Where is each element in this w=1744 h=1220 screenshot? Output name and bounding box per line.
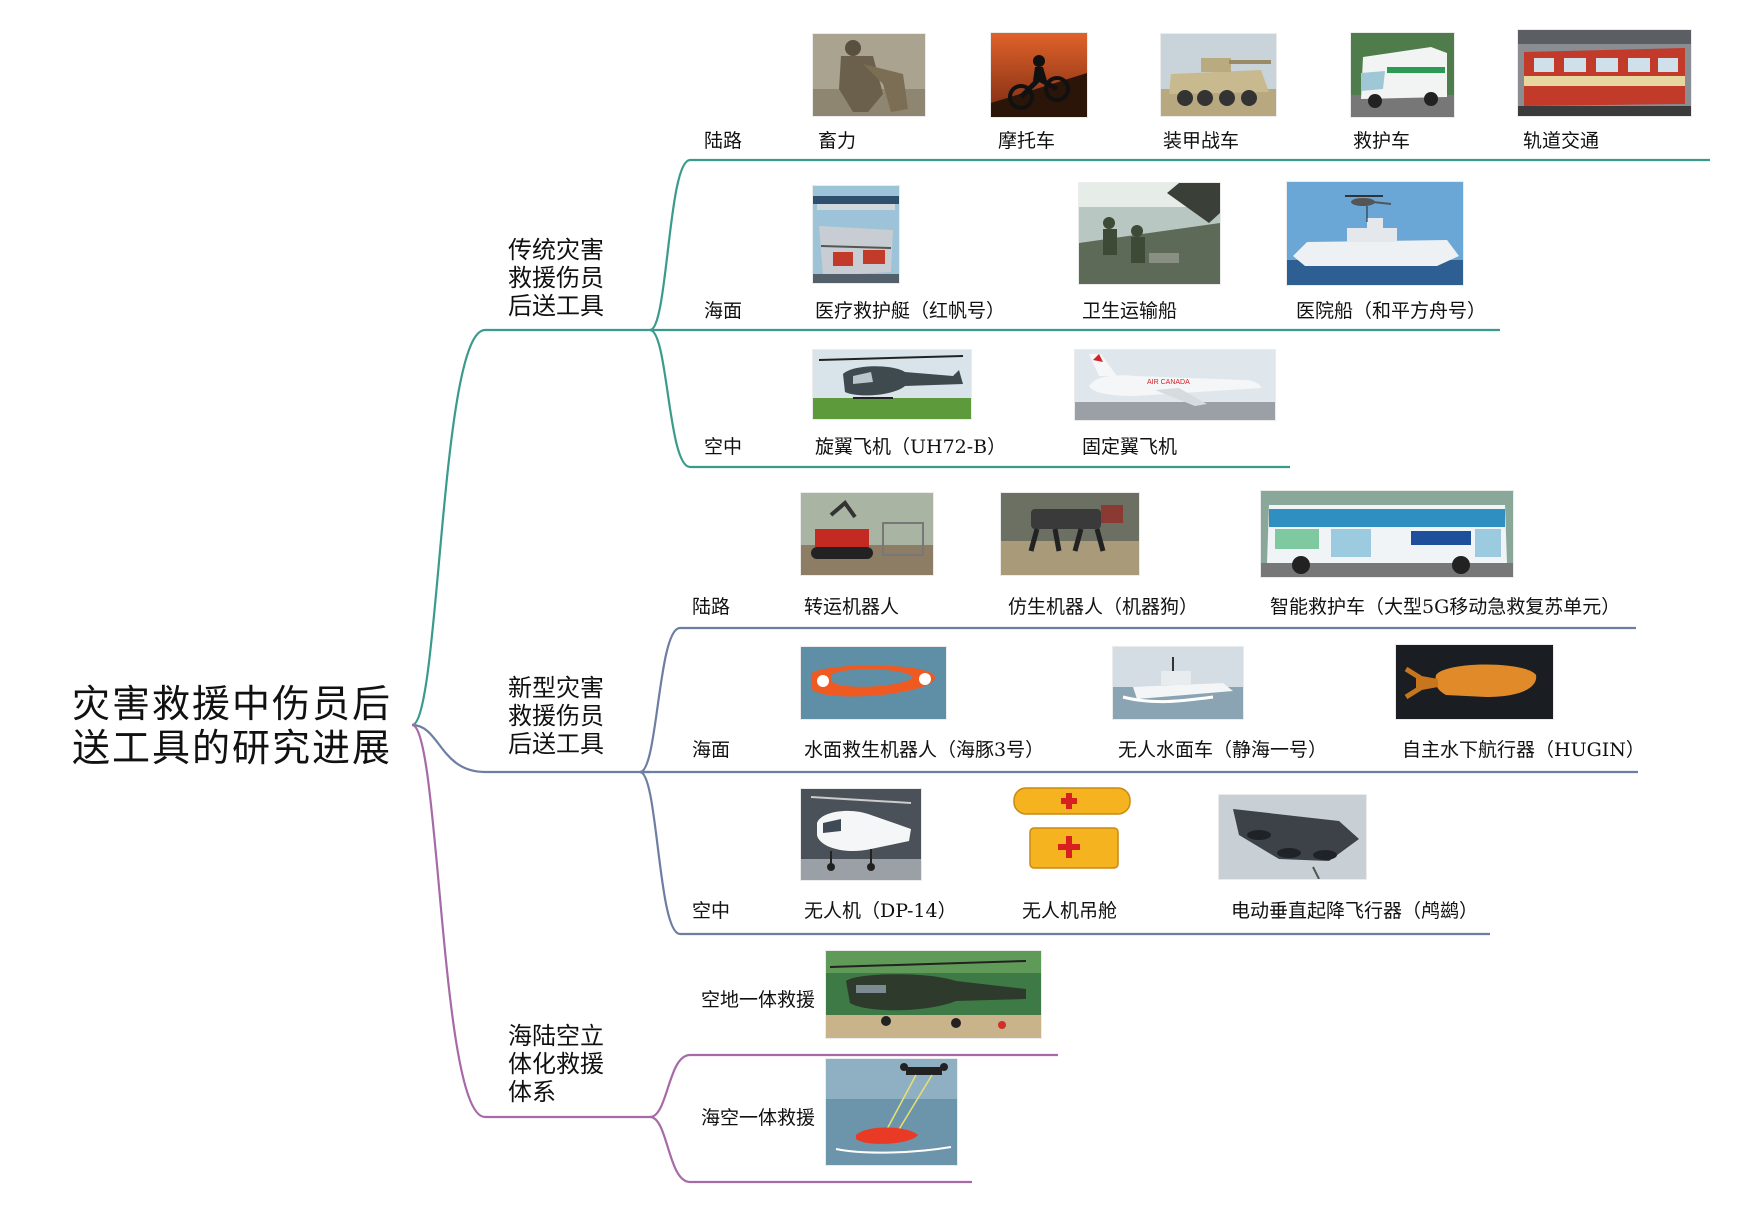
- group-label: 陆路: [704, 130, 743, 152]
- category-line: 救援伤员: [508, 264, 604, 292]
- transport-robot-photo: [800, 492, 934, 576]
- unmanned-surface-vehicle-photo: [1112, 646, 1244, 720]
- underwater-vehicle-photo: [1395, 644, 1554, 720]
- connector-cat2-land: [639, 626, 1636, 774]
- root-title: 灾害救援中伤员后 送工具的研究进展: [72, 682, 392, 770]
- root-title-line1: 灾害救援中伤员后: [72, 682, 393, 726]
- item-caption: 无人水面车（静海一号）: [1118, 739, 1328, 761]
- category-line: 救援伤员: [508, 702, 604, 730]
- connector-cat-new: [411, 723, 650, 774]
- category-line: 传统灾害: [508, 236, 604, 264]
- item-caption: 摩托车: [998, 130, 1056, 152]
- soldiers-carrying-photo: [812, 33, 926, 117]
- drone-pod-photo: [1010, 782, 1135, 878]
- category-integrated-label: 海陆空立 体化救援 体系: [508, 1022, 604, 1106]
- ambulance-photo: [1350, 32, 1455, 118]
- item-caption: 装甲战车: [1163, 130, 1240, 152]
- item-caption: 旋翼飞机（UH72-B）: [815, 436, 1007, 458]
- item-caption: 仿生机器人（机器狗）: [1008, 596, 1199, 618]
- category-traditional-label: 传统灾害 救援伤员 后送工具: [508, 236, 604, 320]
- group-label: 空地一体救援: [701, 989, 816, 1011]
- item-caption: 医疗救护艇（红帆号）: [815, 300, 1006, 322]
- rescue-robot-buoy-photo: [800, 646, 947, 720]
- category-line: 后送工具: [508, 730, 604, 758]
- item-caption: 电动垂直起降飞行器（鸬鹚）: [1231, 900, 1479, 922]
- evtol-photo: [1218, 794, 1367, 880]
- category-line: 后送工具: [508, 292, 604, 320]
- rescue-boat-photo: [812, 185, 900, 284]
- item-caption: 智能救护车（大型5G移动急救复苏单元）: [1270, 596, 1621, 618]
- connector-cat1-land: [649, 158, 1710, 332]
- group-label: 海空一体救援: [701, 1107, 816, 1129]
- item-caption: 自主水下航行器（HUGIN）: [1402, 739, 1645, 761]
- helicopter-photo: [812, 349, 972, 420]
- sea-air-rescue-photo: [825, 1058, 958, 1166]
- group-label: 陆路: [692, 596, 731, 618]
- airliner-photo: AIR CANADA: [1074, 349, 1276, 421]
- category-line: 体化救援: [508, 1050, 604, 1078]
- drone-helicopter-photo: [800, 788, 922, 881]
- robot-dog-photo: [1000, 492, 1140, 576]
- group-label: 海面: [692, 739, 731, 761]
- connector-cat3-seaair: [649, 1115, 972, 1184]
- svg-text:AIR CANADA: AIR CANADA: [1147, 379, 1190, 386]
- smart-ambulance-bus-photo: [1260, 490, 1514, 578]
- item-caption: 固定翼飞机: [1082, 436, 1178, 458]
- item-caption: 医院船（和平方舟号）: [1296, 300, 1487, 322]
- group-label: 海面: [704, 300, 743, 322]
- item-caption: 救护车: [1353, 130, 1411, 152]
- transport-ship-photo: [1078, 182, 1221, 285]
- hospital-ship-photo: [1286, 181, 1464, 286]
- connector-cat2-air: [639, 770, 1490, 936]
- category-line: 海陆空立: [508, 1022, 604, 1050]
- connector-cat3-airground: [649, 1053, 1058, 1119]
- motorcycle-photo: [990, 32, 1088, 118]
- air-ground-rescue-photo: [825, 950, 1042, 1039]
- connector-cat-integrated: [411, 723, 650, 1119]
- train-photo: [1517, 29, 1692, 117]
- group-label: 空中: [692, 900, 731, 922]
- group-label: 空中: [704, 436, 743, 458]
- item-caption: 卫生运输船: [1082, 300, 1178, 322]
- category-line: 体系: [508, 1078, 556, 1106]
- connector-cat1-air: [649, 328, 1290, 469]
- connector-cat-traditional: [411, 328, 650, 727]
- item-caption: 转运机器人: [804, 596, 900, 618]
- item-caption: 水面救生机器人（海豚3号）: [804, 739, 1045, 761]
- armored-vehicle-photo: [1160, 33, 1277, 117]
- category-new-label: 新型灾害 救援伤员 后送工具: [508, 674, 604, 758]
- item-caption: 轨道交通: [1523, 130, 1600, 152]
- item-caption: 无人机吊舱: [1022, 900, 1118, 922]
- category-line: 新型灾害: [508, 674, 604, 702]
- item-caption: 畜力: [818, 130, 857, 152]
- root-title-line2: 送工具的研究进展: [72, 726, 393, 770]
- item-caption: 无人机（DP-14）: [804, 900, 957, 922]
